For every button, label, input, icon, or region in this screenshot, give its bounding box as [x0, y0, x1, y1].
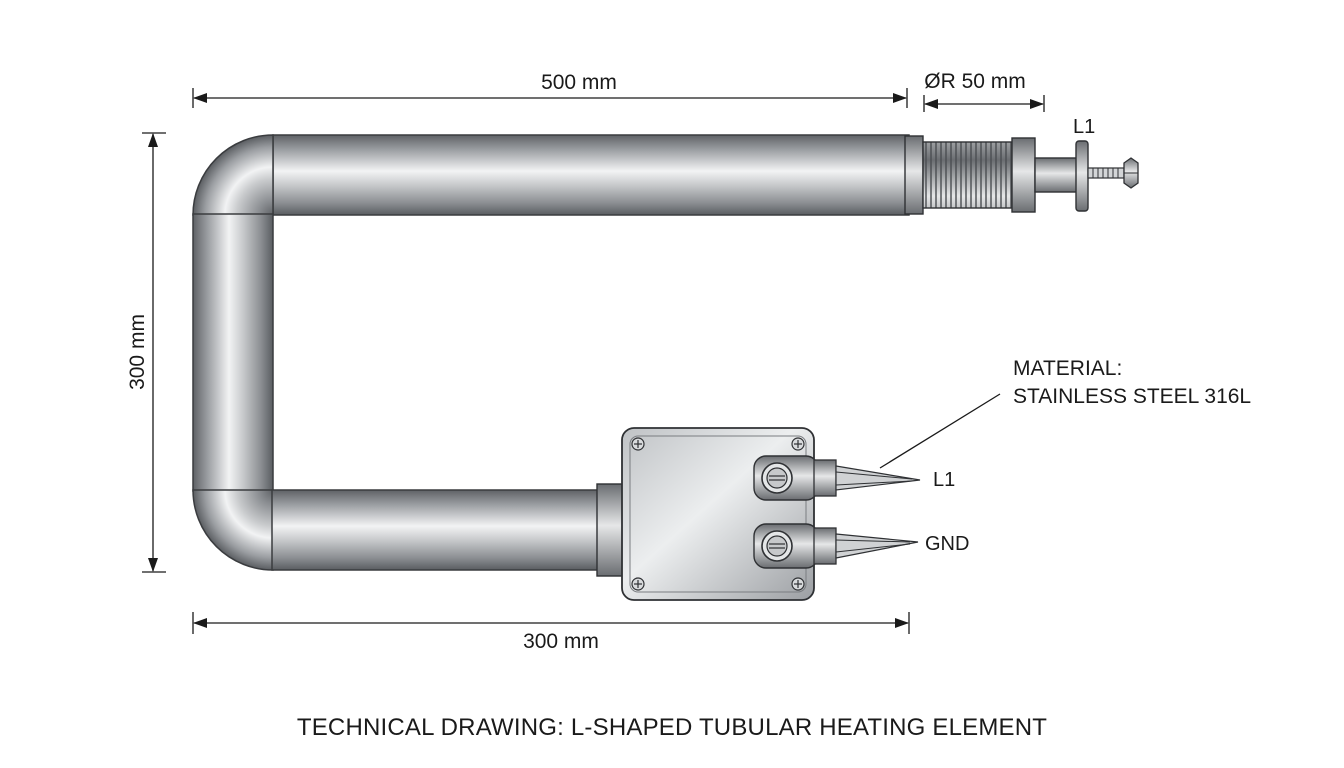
tube-end-ring — [904, 135, 924, 215]
box-collar — [596, 483, 626, 577]
dim-label-top-length: 500 mm — [541, 71, 617, 94]
box-corner-screws — [631, 437, 805, 591]
top-terminal-label: L1 — [1073, 116, 1095, 138]
box-terminal-l1 — [753, 455, 921, 501]
material-label-heading: MATERIAL: — [1013, 357, 1122, 380]
dimension-lines — [142, 88, 1045, 634]
drawing-caption: TECHNICAL DRAWING: L-SHAPED TUBULAR HEAT… — [297, 714, 1047, 741]
tube-bottom-section — [271, 489, 601, 571]
tube-bottom-bend — [192, 489, 274, 571]
top-fitting — [904, 135, 1139, 215]
material-label-value: STAINLESS STEEL 316L — [1013, 385, 1251, 408]
hex-nut — [1011, 137, 1036, 213]
tube-vertical-section — [192, 213, 274, 492]
threaded-section — [922, 141, 1014, 209]
heating-tube — [192, 134, 910, 571]
material-leader-line — [879, 393, 1001, 469]
junction-box — [596, 427, 921, 601]
terminal-pin-body — [1034, 157, 1078, 193]
dim-label-height: 300 mm — [126, 314, 149, 390]
box-terminal-gnd — [753, 523, 919, 569]
box-terminal-label-l1: L1 — [933, 469, 955, 491]
tube-top-bend — [192, 134, 274, 216]
box-housing — [621, 427, 815, 601]
flange-disc — [1075, 140, 1089, 212]
dim-label-bottom-length: 300 mm — [523, 630, 599, 653]
box-terminal-label-gnd: GND — [925, 533, 969, 555]
tube-top-section — [272, 134, 910, 216]
dim-label-diameter: ØR 50 mm — [924, 70, 1026, 93]
